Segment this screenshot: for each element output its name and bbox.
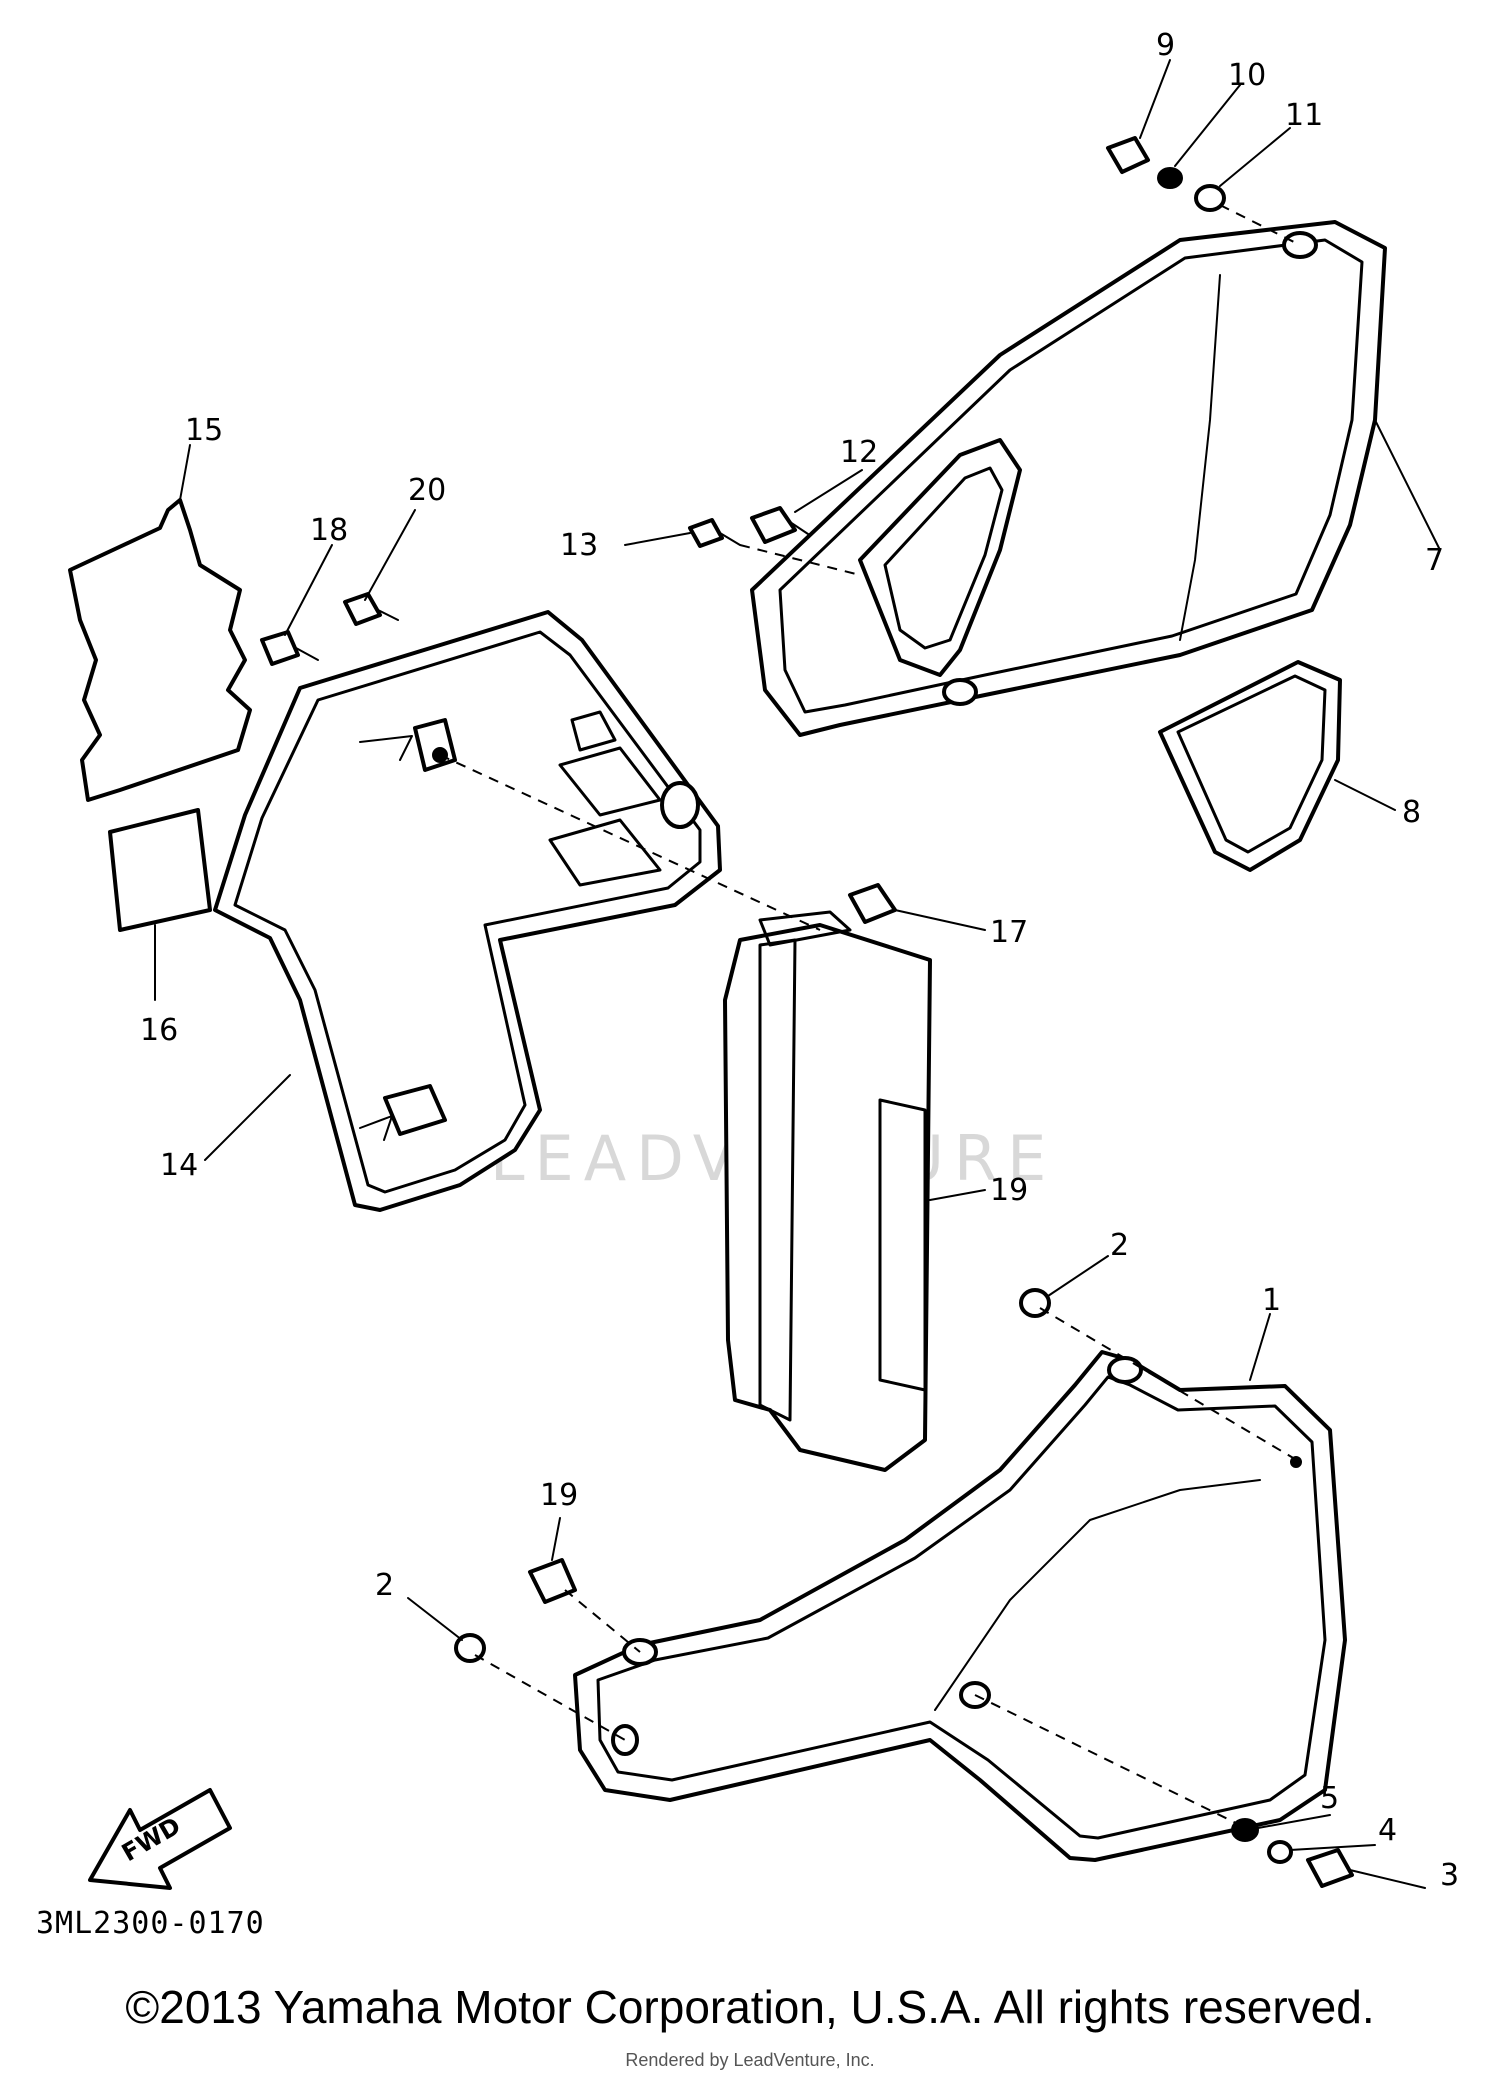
callout-10: 11 <box>1285 98 1323 133</box>
part-1-side-cover <box>573 1350 1347 1862</box>
callout-12: 13 <box>560 528 598 563</box>
callout-16: 17 <box>990 915 1028 950</box>
part-1-hole-rear <box>1290 1456 1302 1468</box>
copyright-notice: ©2013 Yamaha Motor Corporation, U.S.A. A… <box>125 1981 1375 2033</box>
forward-direction-arrow: FWD <box>88 1788 232 1890</box>
callout-20: 20 <box>408 473 446 508</box>
callout-11: 12 <box>840 435 878 470</box>
part-18-filter-tab <box>758 910 852 947</box>
part-1-mount-top <box>1107 1356 1143 1384</box>
callout-18: 19 <box>990 1173 1028 1208</box>
part-20-bolt <box>343 592 382 626</box>
callout-2-upper: 2 <box>1110 1228 1129 1263</box>
part-13-grommet-bottom <box>383 1084 447 1136</box>
part-15-decal <box>108 808 212 932</box>
callout-6: 7 <box>1425 543 1444 578</box>
part-2-collar-lower <box>454 1633 486 1663</box>
part-17-bolt-shank <box>295 647 319 661</box>
part-6-intake-window <box>858 438 1022 677</box>
callout-14: 15 <box>185 413 223 448</box>
part-11-bolt-shank <box>789 521 809 535</box>
callout-19: 19 <box>540 1478 578 1513</box>
callout-labels: 9 10 11 12 13 7 8 17 15 18 20 16 14 19 2… <box>140 28 1459 1893</box>
part-1-crease <box>934 1479 1261 1711</box>
callout-2-lower: 2 <box>375 1568 394 1603</box>
part-9-washer <box>1157 167 1183 189</box>
part-13-slot-1 <box>570 710 617 752</box>
part-6-inner-rim <box>778 238 1364 714</box>
callout-17: 18 <box>310 513 348 548</box>
callout-9: 10 <box>1228 58 1266 93</box>
part-13-clip-bottom <box>359 1115 393 1141</box>
part-13-side-cover <box>213 610 722 1212</box>
part-7-seal-inner <box>1176 674 1327 854</box>
callout-13: 14 <box>160 1148 198 1183</box>
part-6-intake-inner <box>883 466 1004 650</box>
part-6-crease <box>1179 274 1221 641</box>
callout-1: 1 <box>1262 1283 1281 1318</box>
part-14-decal <box>68 498 252 802</box>
part-13-slot-2 <box>558 746 662 817</box>
part-10-grommet <box>1194 184 1226 212</box>
part-6-mount-top <box>1282 231 1318 259</box>
part-8-bolt <box>1106 136 1150 174</box>
part-1-hole-front <box>611 1724 639 1756</box>
part-3-bolt <box>1306 1848 1354 1888</box>
catalog-code: 3ML2300-0170 <box>36 1906 265 1941</box>
leader-lines <box>154 59 1441 1889</box>
part-13-clip-top <box>359 735 413 761</box>
callout-5: 5 <box>1320 1781 1339 1816</box>
part-17-bolt <box>260 630 300 666</box>
part-16-clip <box>848 883 897 924</box>
part-2-collar-upper <box>1019 1288 1051 1318</box>
callout-4: 4 <box>1378 1813 1397 1848</box>
part-13-slot-3 <box>548 818 662 887</box>
part-12-bolt <box>688 518 724 548</box>
part-11-bolt <box>750 506 797 544</box>
part-12-bolt-shank <box>719 532 741 546</box>
part-6-mount-bottom <box>942 678 978 706</box>
part-4-washer <box>1267 1840 1293 1864</box>
part-13-boss <box>660 781 700 829</box>
render-credit: Rendered by LeadVenture, Inc. <box>625 2050 875 2070</box>
callout-8: 9 <box>1156 28 1175 63</box>
callout-7: 8 <box>1402 795 1421 830</box>
part-7-seal <box>1158 660 1342 872</box>
part-19-grommet <box>528 1558 577 1604</box>
assembly-lines <box>439 204 1301 1826</box>
part-20-bolt-shank <box>377 609 399 621</box>
part-18-filter-bracket <box>878 1098 927 1392</box>
callout-3: 3 <box>1440 1858 1459 1893</box>
hardware-group <box>260 136 1354 1888</box>
callout-15: 16 <box>140 1013 178 1048</box>
part-1-inner-rim <box>596 1375 1327 1840</box>
part-13-inner-rim <box>233 630 702 1194</box>
part-18-filter <box>723 923 932 1472</box>
